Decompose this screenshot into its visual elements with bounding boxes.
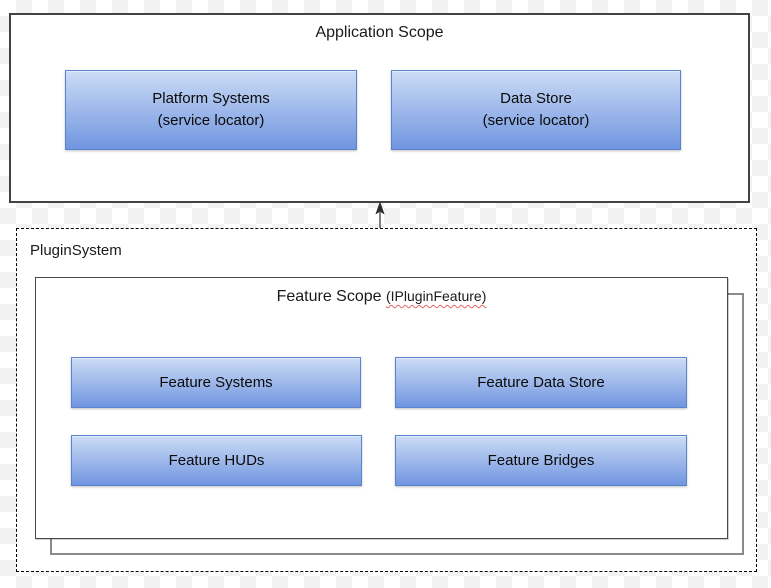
feature-scope-container: Feature Scope (IPluginFeature) Feature S…: [35, 277, 728, 539]
application-scope-title: Application Scope: [315, 24, 444, 41]
feature-scope-title-text: Feature Scope: [276, 288, 382, 305]
application-scope-container: Application Scope Platform Systems (serv…: [9, 13, 750, 203]
plugin-system-label: PluginSystem: [30, 242, 122, 259]
feature-scope-annotation: (IPluginFeature): [386, 288, 487, 304]
data-store-node: Data Store (service locator): [391, 70, 681, 150]
feature-data-store-label: Feature Data Store: [477, 373, 605, 391]
plugin-system-container: PluginSystem Feature Scope (IPluginFeatu…: [16, 228, 757, 572]
feature-bridges-label: Feature Bridges: [487, 451, 595, 469]
feature-systems-node: Feature Systems: [71, 357, 361, 408]
feature-systems-label: Feature Systems: [159, 373, 273, 391]
platform-systems-label: Platform Systems: [152, 90, 270, 107]
platform-systems-sublabel: (service locator): [157, 112, 265, 129]
feature-scope-title: Feature Scope (IPluginFeature): [36, 288, 727, 306]
feature-bridges-node: Feature Bridges: [395, 435, 687, 486]
data-store-label: Data Store: [500, 90, 572, 107]
feature-data-store-node: Feature Data Store: [395, 357, 687, 408]
data-store-sublabel: (service locator): [482, 112, 590, 129]
feature-huds-label: Feature HUDs: [168, 451, 265, 469]
feature-huds-node: Feature HUDs: [71, 435, 362, 486]
platform-systems-node: Platform Systems (service locator): [65, 70, 357, 150]
